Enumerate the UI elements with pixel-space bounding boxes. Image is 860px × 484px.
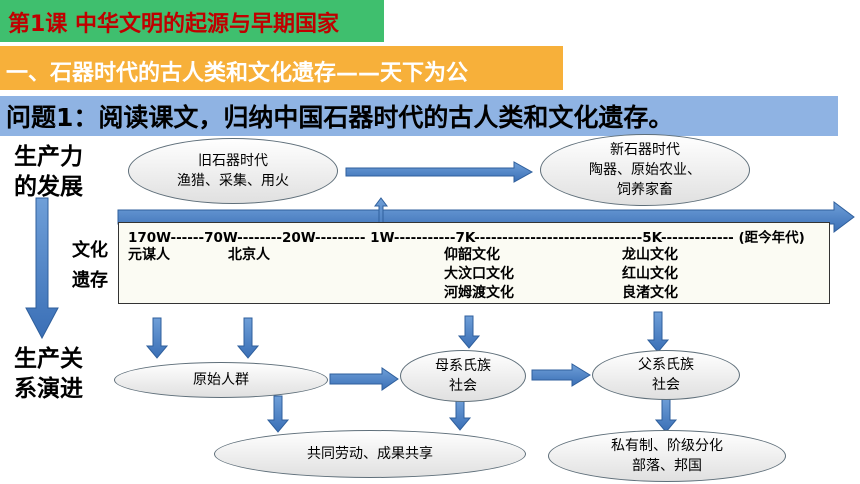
site-liangzhu: 良渚文化 [622, 285, 678, 301]
common-labor-ellipse: 共同劳动、成果共享 [214, 430, 526, 478]
matriarchal-to-labor-arrow [448, 399, 472, 431]
patriarchal-to-private-arrow [654, 397, 678, 433]
down-arrow-7k [457, 315, 481, 349]
section-title-bar [0, 46, 563, 90]
site-hongshan: 红山文化 [622, 266, 678, 282]
site-peking-man: 北京人 [228, 247, 270, 263]
matriarchal-ellipse: 母系氏族 社会 [400, 350, 526, 402]
matriarchal-to-patriarchal-arrow [531, 363, 591, 387]
productivity-relations-arrow [25, 197, 59, 340]
site-dawenkou: 大汶口文化 [444, 266, 514, 282]
down-arrow-70w [236, 317, 260, 359]
down-arrow-170w [145, 317, 169, 359]
productivity-label: 生产力 的发展 [14, 144, 83, 200]
sites-5k-list: 龙山文化 红山文化 良渚文化 [622, 246, 678, 303]
site-longshan: 龙山文化 [622, 247, 678, 263]
site-hemudu: 河姆渡文化 [444, 285, 514, 301]
neolithic-desc-1: 陶器、原始农业、 [589, 162, 701, 178]
timeline-scale: 170W------70W--------20W--------- 1W----… [128, 230, 805, 246]
timeline-box [118, 222, 830, 304]
relations-label: 生产关 系演进 [14, 346, 83, 402]
question-text: 问题1：阅读课文，归纳中国石器时代的古人类和文化遗存。 [6, 103, 674, 132]
primitive-to-labor-arrow [266, 395, 290, 433]
lesson-title-bar [0, 0, 384, 42]
paleo-to-neo-arrow [345, 161, 534, 183]
question-bar [0, 96, 838, 136]
culture-label: 文化 遗存 [72, 240, 108, 291]
primitive-group-ellipse: 原始人群 [114, 362, 328, 398]
neolithic-title: 新石器时代 [610, 142, 680, 158]
sites-7k-list: 仰韶文化 大汶口文化 河姆渡文化 [444, 246, 514, 303]
patriarchal-ellipse: 父系氏族 社会 [592, 350, 740, 400]
neolithic-ellipse: 新石器时代 陶器、原始农业、 饲养家畜 [540, 134, 750, 206]
paleolithic-title: 旧石器时代 [198, 153, 268, 169]
primitive-to-matriarchal-arrow [329, 367, 399, 391]
section-title: 一、石器时代的古人类和文化遗存——天下为公 [6, 61, 469, 86]
site-yangshao: 仰韶文化 [444, 247, 500, 263]
neolithic-desc-2: 饲养家畜 [617, 182, 673, 198]
site-yuanmou: 元谋人 [128, 247, 170, 263]
paleolithic-ellipse: 旧石器时代 渔猎、采集、用火 [128, 138, 338, 204]
paleolithic-desc: 渔猎、采集、用火 [177, 173, 289, 189]
lesson-title: 第1课 中华文明的起源与早期国家 [8, 12, 339, 37]
private-ownership-ellipse: 私有制、阶级分化 部落、邦国 [548, 430, 786, 482]
down-arrow-5k [646, 311, 670, 353]
